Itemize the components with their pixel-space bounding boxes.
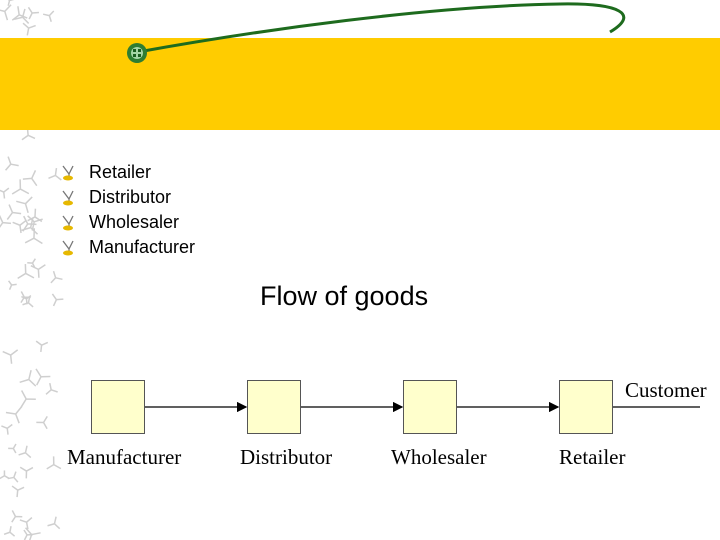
node-label-retailer: Retailer (559, 445, 626, 469)
swoosh-decoration (127, 2, 626, 63)
bullet-item: Retailer (60, 160, 195, 185)
customer-label: Customer (625, 378, 707, 402)
sprout-bullet-icon (62, 240, 74, 256)
node-label-distributor: Distributor (240, 445, 333, 469)
bullet-item: Manufacturer (60, 235, 195, 260)
sprout-bullet-icon (62, 190, 74, 206)
diagram-title: Flow of goods (260, 281, 429, 311)
bullet-item: Wholesaler (60, 210, 195, 235)
bullet-text: Retailer (89, 162, 152, 182)
node-box-wholesaler (403, 380, 457, 434)
sprout-bullet-icon (62, 215, 74, 231)
title-banner (0, 38, 720, 130)
node-label-wholesaler: Wholesaler (391, 445, 487, 469)
bullet-item: Distributor (60, 185, 195, 210)
bullet-list: Retailer Distributor Wholesaler Manufact… (60, 160, 195, 260)
sprout-bullet-icon (62, 165, 74, 181)
node-box-distributor (247, 380, 301, 434)
node-box-retailer (559, 380, 613, 434)
bullet-text: Wholesaler (89, 212, 180, 232)
node-label-manufacturer: Manufacturer (67, 445, 182, 469)
node-box-manufacturer (91, 380, 145, 434)
bullet-text: Manufacturer (89, 237, 196, 257)
bullet-text: Distributor (89, 187, 172, 207)
